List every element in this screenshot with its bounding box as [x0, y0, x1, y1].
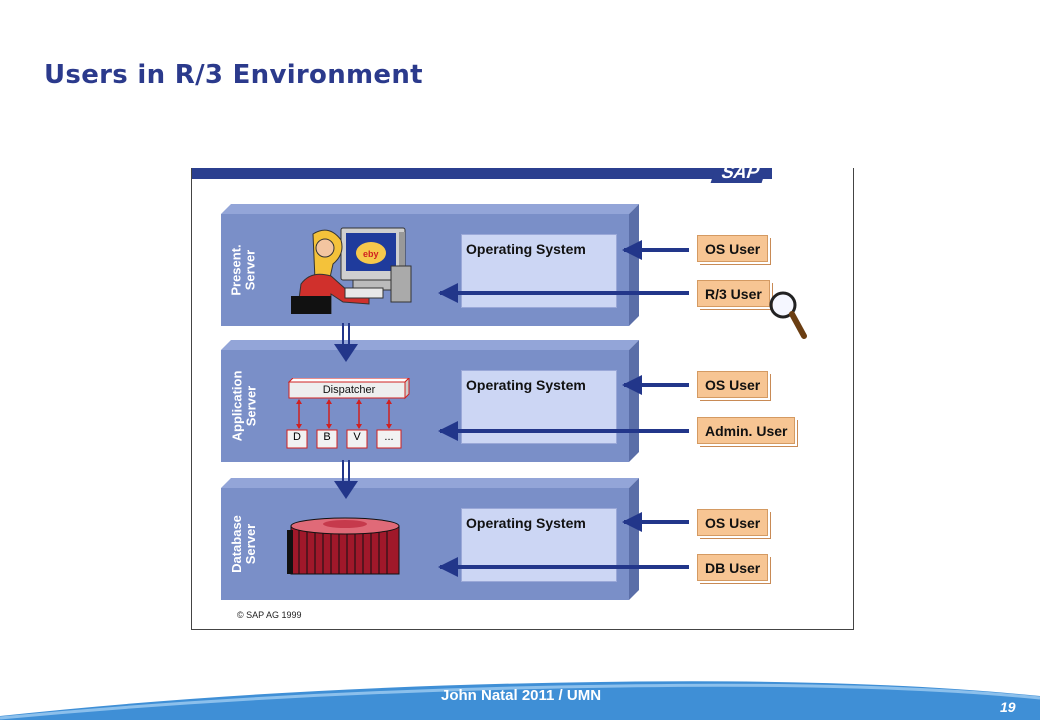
copyright-notice: © SAP AG 1999 — [237, 610, 302, 620]
user-at-computer-icon: eby — [291, 227, 412, 314]
magnifier-icon — [769, 291, 807, 339]
work-process-update: V — [353, 431, 361, 443]
presentation-server-layer: Present. Server Operating System eby — [221, 204, 639, 326]
work-process-background: B — [323, 431, 331, 443]
work-process-more: ... — [384, 431, 394, 443]
user-box-admin: Admin. User — [697, 417, 796, 444]
os-box-presentation: Operating System — [461, 234, 617, 308]
footer-wave — [0, 681, 1040, 720]
svg-text:eby: eby — [363, 249, 379, 259]
slide-title: Users in R/3 Environment — [44, 60, 423, 90]
footer-credit: John Natal 2011 / UMN — [441, 687, 602, 704]
database-server-layer: Database Server Operating System — [221, 478, 639, 600]
user-box-db: DB User — [697, 554, 769, 581]
dispatcher-label: Dispatcher — [322, 384, 376, 396]
database-icon — [287, 517, 400, 575]
user-box-os-database: OS User — [697, 509, 769, 536]
r3-architecture-diagram: SAP Present. Server Operating System eby — [191, 168, 854, 630]
diagram-arrows — [334, 240, 689, 577]
page-number: 19 — [1000, 699, 1016, 715]
user-box-r3: R/3 User — [697, 280, 770, 307]
dispatcher-diagram — [286, 378, 410, 449]
application-server-layer: Application Server Operating System — [221, 340, 639, 462]
work-process-dialog: D — [293, 431, 301, 443]
user-box-os-presentation: OS User — [697, 235, 769, 262]
figure-header-bar — [192, 168, 772, 179]
user-box-os-application: OS User — [697, 371, 769, 398]
os-box-database: Operating System — [461, 508, 617, 582]
